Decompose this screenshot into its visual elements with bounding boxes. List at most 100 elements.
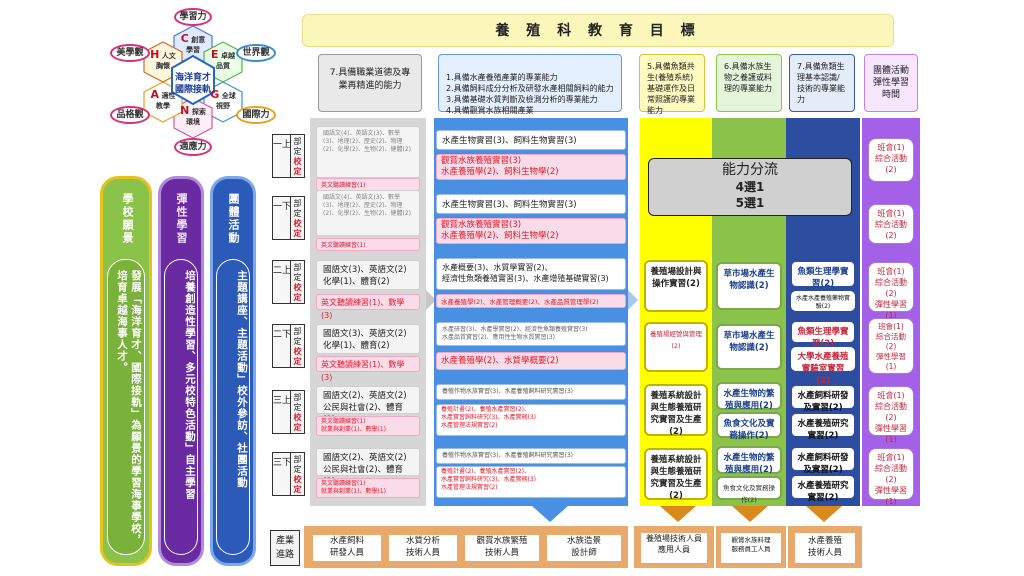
petal-n: N 探索環境 (178, 104, 208, 127)
general-cell: 國語文(2)、英語文(2)公民與社會(2)、體育(1)、 (316, 448, 420, 487)
navy-cell-sub: 水產養殖研究實習(2) (790, 474, 856, 503)
pro-cell: 養殖作物水族實習(3)、水產養殖飼料研究實習(3) (436, 448, 626, 464)
pro-red-2: 水產實習飼料研究(3)、水產實務(3) (441, 476, 536, 483)
professional-panel (434, 118, 628, 506)
general-cell: 國語文(3)、英語文(2)化學(1)、體育(2) (316, 260, 420, 290)
requirement-tag: 部定校定 (290, 452, 305, 496)
column-vision: 學校願景 發展「海洋育才、國際接軌」為願景的學習海事學校，培育卓越海事人才。 (100, 176, 152, 566)
requirement-tag: 部定校定 (290, 134, 305, 178)
pro-cell-red: 觀賞水族養殖實習(3)水產養殖學(2)、飼料生物學(2) (436, 154, 626, 180)
column-vision-title: 學校願景 (121, 193, 134, 245)
petal-a: A 適性教學 (148, 88, 178, 111)
petal-text: 卓越品質 (216, 52, 235, 70)
petal-letter: A (150, 88, 160, 101)
arrow-down-icon (532, 506, 568, 522)
arrow-1-icon (426, 290, 436, 310)
petal-c: C 創意學習 (178, 32, 208, 55)
req-3: 校 (293, 347, 302, 356)
header-aquaponics-text: 5.具備魚類共生(養殖系統)基礎運作及日常照護的專業能力 (647, 62, 695, 115)
grade-label: 一上 (272, 134, 292, 178)
petal-text: 適性教學 (156, 92, 176, 110)
pro-cell: 水產生物實習(3)、飼料生物實習(3) (436, 194, 626, 214)
oval-character: 品格觀 (110, 106, 150, 124)
oval-aesthetics: 美學觀 (110, 44, 150, 62)
yellow-cell: 養殖場設計與操作實習(2) (644, 260, 708, 312)
req-4: 定 (293, 229, 302, 238)
general-cell-text-1: 國語文(3)、英語文(2) (323, 265, 407, 275)
general-cell: 國語文(2)、英語文(2)公民與社會(2)、體育(1)、 (316, 386, 420, 425)
pro-red-2: 水產實習飼料研究(3)、水產實務(3) (441, 414, 536, 421)
pro-text-2: 水產品質實習(2)、應用性生物水質實習(3) (442, 334, 555, 341)
req-2: 定 (293, 403, 302, 412)
general-cell-text: 國語文(4)、英語文(3)、數學(3)、地理(2)、歷史(2)、物理(2)、化學… (323, 130, 411, 153)
oval-international: 國際力 (236, 106, 276, 124)
purple-cell: 班會(1) 綜合活動(2) 彈性學習(1) (868, 262, 914, 320)
green-cell: 草市場水產生物認識(2) (716, 324, 782, 370)
navy-cell: 水產飼料研發及實習(2) (790, 384, 856, 413)
pro-cell-red: 水產養殖學(2)、水產管理概要(2)、水產品質管理學(2) (436, 294, 626, 308)
req-4: 定 (293, 485, 302, 494)
purple-cell-text: 班會(1) 綜合活動(2) 彈性學習(1) (875, 391, 907, 444)
navy-cell-sub: 水產水產養殖藥物實驗(2) (790, 290, 856, 312)
pro-cell: 水產概要(3)、水質學實習(2)、經濟性魚類養殖實習(3)、水產增殖基礎實習(3… (436, 258, 626, 290)
header-ethics: 7.具備職業道德及專業再精進的能力 (318, 54, 422, 112)
req-4: 定 (293, 423, 302, 432)
green-cell: 草市場水產生物認識(2) (716, 262, 782, 310)
req-3: 校 (293, 157, 302, 166)
general-cell-text-2: 化學(1)、體育(2) (323, 341, 390, 351)
pro-cell: 養殖作物水族實習(3)、水產養殖飼料研究實習(3) (436, 384, 626, 400)
header-group-time: 團體活動彈性學習時間 (864, 54, 918, 112)
column-flex-learning: 彈性學習 培養創造性學習、多元校特色活動」自主學習 (158, 176, 204, 566)
petal-text: 探索環境 (186, 108, 206, 126)
career-item: 水產飼料 研發人員 (312, 534, 382, 562)
arrow-down-icon (732, 506, 768, 522)
career-item: 水質分析 技術人員 (388, 534, 458, 562)
career-item: 水產養殖 技術人員 (794, 532, 856, 564)
requirement-tag: 部定校定 (290, 260, 305, 304)
pro-red-3: 水產管理法規實習(2) (441, 422, 498, 429)
navy-cell: 魚類生理學實習(2) (790, 260, 856, 289)
req-3: 校 (293, 283, 302, 292)
requirement-tag: 部定校定 (290, 390, 305, 434)
pro-red-2: 水產養殖學(2)、飼料生物學(2) (441, 231, 559, 241)
req-4: 定 (293, 293, 302, 302)
purple-cell: 班會(1) 綜合活動(2) (868, 138, 914, 182)
petal-text: 人文胸懷 (156, 52, 176, 70)
pro-cell-red: 養殖計畫(2)、養殖水產實習(2)、水產實習飼料研究(3)、水產實務(3)水產管… (436, 466, 626, 498)
arrow-down-icon (660, 506, 696, 522)
career-item: 觀賞水族料理 服務員工人員 (720, 532, 782, 564)
oval-learning: 學習力 (174, 8, 212, 26)
ability-line-2: 5選1 (735, 196, 765, 210)
yellow-cell: 養殖系統設計與生態養殖研究實習及生產(2) (644, 448, 708, 501)
page-title: 養 殖 科 教 育 目 標 (302, 14, 894, 47)
pro-cell: 水產生物實習(3)、飼料生物實習(3) (436, 130, 626, 150)
pro-text-1: 水產概要(3)、水質學實習(2)、 (442, 263, 553, 272)
general-cell-sub: 英文聽讀練習(1)、數學(3) (316, 356, 420, 382)
core-competency-diagram: 海洋育才 國際接軌 C 創意學習 E 卓越品質 G 全球視野 N 探索環境 A … (108, 8, 278, 158)
career-item: 觀賞水族繁殖 技術人員 (464, 534, 540, 562)
req-1: 部 (293, 199, 302, 208)
req-3: 校 (293, 219, 302, 228)
pro-red-1: 養殖計畫(2)、養殖水產實習(2)、 (441, 406, 530, 413)
header-fish-physiology-text: 7.具備魚類生理基本認識/技術的專業能力 (797, 62, 845, 104)
general-cell-sub: 英文聽讀練習(1)就業與創業(1)、數學(1) (316, 416, 420, 436)
oval-adaptability: 適應力 (174, 138, 212, 156)
general-cell-sub: 英文聽讀練習(1) (316, 238, 420, 251)
purple-cell-text: 班會(1) 綜合活動(2) (875, 209, 907, 240)
arrow-down-icon (806, 506, 842, 522)
req-2: 定 (293, 147, 302, 156)
purple-cell: 班會(1) 綜合活動(2) 彈性學習(1) (868, 448, 914, 506)
column-flex-body: 培養創造性學習、多元校特色活動」自主學習 (184, 270, 196, 500)
header-aquarium: 6.具備水族生物之養護或料理的專業能力 (716, 54, 782, 112)
header-professional: 1.具備水產養殖產業的專業能力 2.具備飼料成分分析及研發水產相關飼料的能力 3… (438, 54, 622, 115)
req-4: 定 (293, 357, 302, 366)
req-2: 定 (293, 465, 302, 474)
column-flex-body-box: 培養創造性學習、多元校特色活動」自主學習 (164, 259, 198, 555)
req-3: 校 (293, 475, 302, 484)
green-cell: 水產生物的繁殖與應用(2) (716, 446, 782, 475)
pro-cell-red: 水產養殖學(2)、水質學概要(2) (436, 352, 626, 370)
req-1: 部 (293, 393, 302, 402)
general-cell-text-1: 國語文(2)、英語文(2) (323, 391, 407, 401)
petal-letter: C (180, 32, 189, 45)
header-fish-physiology: 7.具備魚類生理基本認識/技術的專業能力 (789, 54, 855, 112)
